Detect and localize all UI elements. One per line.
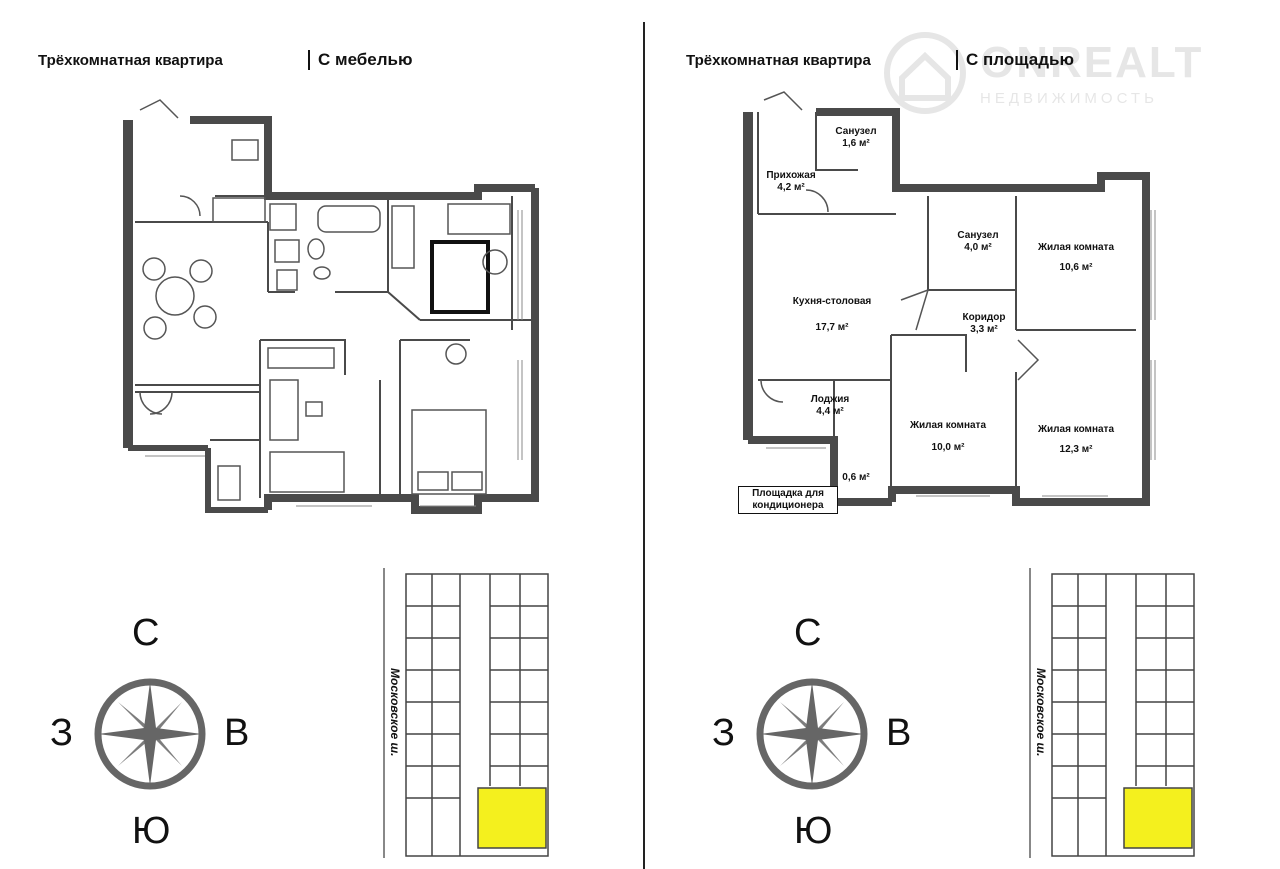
compass-north-label: С <box>794 612 822 654</box>
panel-subtitle: С площадью <box>956 50 1074 70</box>
room-area: 0,6 м² <box>842 472 870 483</box>
logo-text: ONREALT <box>980 38 1204 87</box>
room-name: Коридор <box>962 312 1005 323</box>
room-name: Жилая комната <box>1037 424 1114 435</box>
compass-south-label: Ю <box>794 810 833 852</box>
street-label: Московское ш. <box>388 668 402 757</box>
room-area: 12,3 м² <box>1060 444 1094 455</box>
compass-south-label: Ю <box>132 810 171 852</box>
compass: С Ю З В <box>712 612 922 862</box>
ac-platform-label: Площадка для кондиционера <box>738 486 838 514</box>
room-area: 3,3 м² <box>970 324 998 335</box>
room-name: Санузел <box>835 126 876 137</box>
furnished-panel: Трёхкомнатная квартира С мебелью <box>38 50 549 862</box>
panel-divider <box>643 22 645 869</box>
area-floor-plan: Санузел 1,6 м² Прихожая 4,2 м² Санузел 4… <box>743 91 1156 506</box>
room-name: Жилая комната <box>1037 242 1114 253</box>
room-area: 4,0 м² <box>964 242 992 253</box>
room-name: Жилая комната <box>909 420 986 431</box>
compass-west-label: З <box>50 712 73 754</box>
house-logo-icon <box>884 32 966 114</box>
street-label: Московское ш. <box>1034 668 1048 757</box>
room-area: 4,4 м² <box>816 406 844 417</box>
furnished-floor-plan <box>123 99 539 514</box>
room-area: 10,6 м² <box>1060 262 1094 273</box>
compass-north-label: С <box>132 612 160 654</box>
panel-title: Трёхкомнатная квартира <box>686 52 871 69</box>
compass-rose-icon <box>756 678 868 790</box>
room-name: Лоджия <box>811 394 850 405</box>
building-floor-map <box>383 568 549 858</box>
room-name: Кухня-столовая <box>793 296 872 307</box>
compass-rose-icon <box>94 678 206 790</box>
compass-east-label: В <box>886 712 912 754</box>
panel-subtitle: С мебелью <box>308 50 413 70</box>
room-labels: Санузел 1,6 м² Прихожая 4,2 м² Санузел 4… <box>766 126 1114 483</box>
watermark-logo: ONREALT НЕДВИЖИМОСТЬ <box>880 28 1250 118</box>
panel-title: Трёхкомнатная квартира <box>38 52 223 69</box>
room-name: Прихожая <box>766 170 816 181</box>
compass: С Ю З В <box>50 612 260 862</box>
compass-east-label: В <box>224 712 250 754</box>
logo-subtext: НЕДВИЖИМОСТЬ <box>980 90 1158 107</box>
room-area: 1,6 м² <box>842 138 870 149</box>
building-floor-map <box>1029 568 1195 858</box>
room-area: 10,0 м² <box>932 442 966 453</box>
compass-west-label: З <box>712 712 735 754</box>
room-area: 4,2 м² <box>777 182 805 193</box>
room-name: Санузел <box>957 230 998 241</box>
area-panel: Трёхкомнатная квартира С площадью <box>646 0 1280 869</box>
room-area: 17,7 м² <box>816 322 850 333</box>
